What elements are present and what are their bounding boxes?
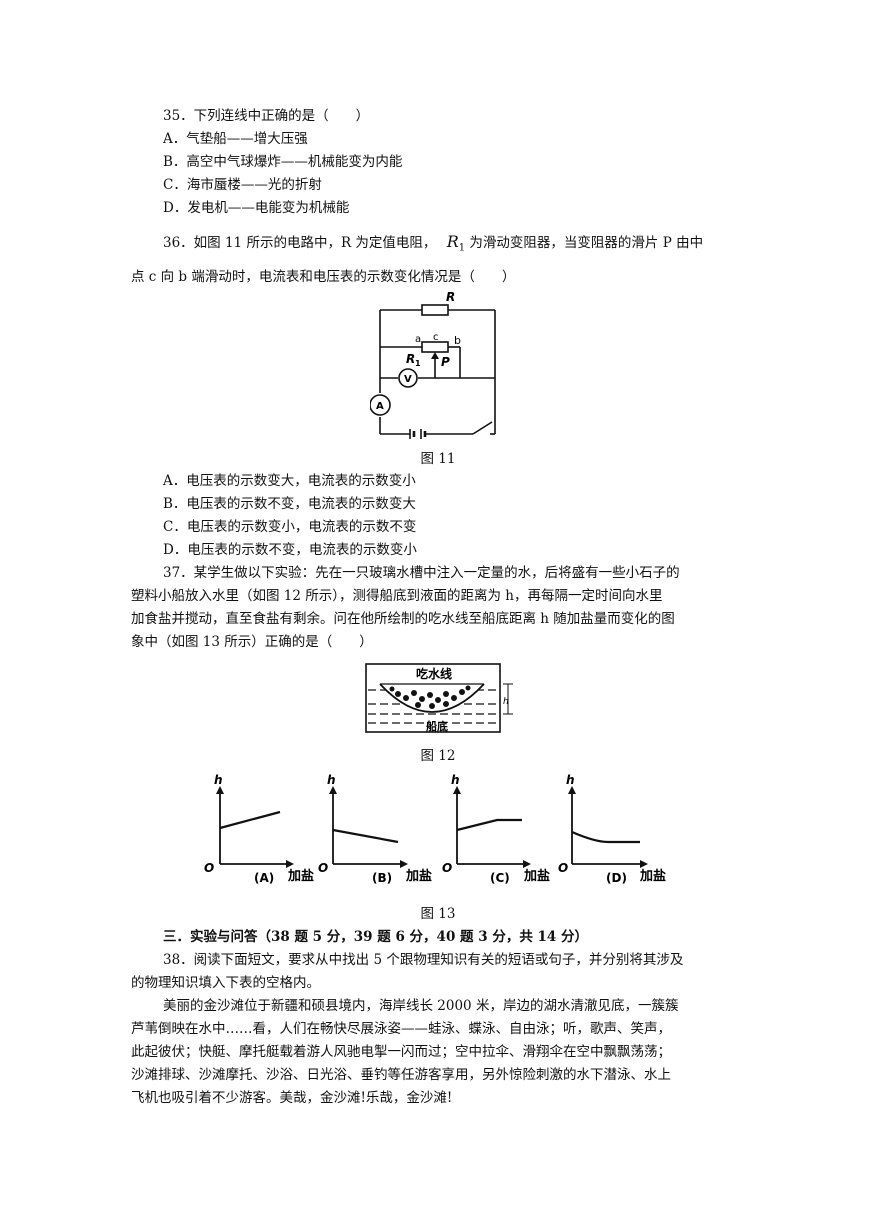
curve-a [219,810,281,830]
q37-line2: 塑料小船放入水里（如图 12 所示），测得船底到液面的距离为 h，再每隔一定时间… [131,588,663,604]
curve-c [456,818,522,832]
arrow-right-icon [400,860,408,868]
boat-diagram-fig12: 吃水线 船底 h [365,663,513,733]
passage-line4: 沙滩排球、沙滩摩托、沙浴、日光浴、垂钓等任游客享用，另外惊险刺激的水下潜泳、水上 [131,1067,671,1083]
arrow-right-icon [640,860,648,868]
graph-c-tag: (C) [490,871,510,885]
arrow-right-icon [286,860,294,868]
q36-line2: 点 c 向 b 端滑动时，电流表和电压表的示数变化情况是（ ） [131,269,516,285]
label-r1-sub: 1 [415,359,421,368]
caption-fig12: 图 12 [420,748,456,764]
graph-d-xlabel: 加盐 [639,868,666,884]
arrow-right-icon [523,860,531,868]
q36-line1-a: 36．如图 11 所示的电路中，R 为定值电阻， [163,235,437,251]
passage-line2: 芦苇倒映在水中……看，人们在畅快尽展泳姿——蛙泳、蝶泳、自由泳；听，歌声、笑声， [131,1021,671,1037]
graph-a-tag: (A) [254,871,274,885]
q36-line1-b: 为滑动变阻器，当变阻器的滑片 P 由中 [469,235,704,251]
q36-r1-symbol: R [446,232,459,251]
q36-option-d: D．电压表的示数不变，电流表的示数变小 [163,542,417,558]
label-v: V [404,374,412,385]
q36-option-b: B．电压表的示数不变，电流表的示数变大 [163,496,416,512]
caption-fig13: 图 13 [420,906,456,922]
q38-line2: 的物理知识填入下表的空格内。 [131,975,320,991]
label-boat-bottom: 船底 [426,719,448,733]
passage-line1: 美丽的金沙滩位于新疆和硕县境内，海岸线长 2000 米，岸边的湖水清澈见底，一簇… [163,998,679,1014]
q35-option-d: D．发电机——电能变为机械能 [163,200,350,216]
arrow-up-icon [329,786,337,794]
graph-c-xlabel: 加盐 [523,868,550,884]
arrow-up-icon [453,786,461,794]
graph-b-xlabel: 加盐 [405,868,432,884]
q35-option-c: C．海市蜃楼——光的折射 [163,177,322,193]
q35-stem: 35．下列连线中正确的是（ ） [163,108,370,124]
label-a-meter: A [376,401,384,412]
q36-line1: 36．如图 11 所示的电路中，R 为定值电阻， R1 为滑动变阻器，当变阻器的… [163,233,703,258]
q35-option-a: A．气垫船——增大压强 [163,131,308,147]
label-b: b [454,334,461,347]
pebbles-icon [389,685,471,709]
label-r1: R [406,352,415,366]
graph-a-ylabel: h [214,773,223,787]
graph-c-ylabel: h [451,773,460,787]
graph-c-origin: O [442,861,452,875]
q36-r1-sub: 1 [458,242,466,254]
resistor-r [421,304,449,316]
graph-b-origin: O [318,861,328,875]
graph-b-tag: (B) [372,871,392,885]
passage-line3: 此起彼伏；快艇、摩托艇载着游人风驰电掣一闪而过；空中拉伞、滑翔伞在空中飘飘荡荡； [131,1044,671,1060]
q37-line1: 37．某学生做以下实验：先在一只玻璃水槽中注入一定量的水，后将盛有一些小石子的 [163,565,680,581]
caption-fig11: 图 11 [420,451,456,467]
arrow-up-icon [568,786,576,794]
label-waterline: 吃水线 [416,666,452,681]
rheostat-r1 [421,341,449,353]
slider-arrow-icon [431,352,439,359]
section3-heading: 三．实验与问答（38 题 5 分，39 题 6 分，40 题 3 分，共 14 … [163,929,589,945]
q37-line3: 加食盐并搅动，直至食盐有剩余。问在他所绘制的吃水线至船底距离 h 随加盐量而变化… [131,611,675,627]
graph-d-tag: (D) [606,871,627,885]
graph-a-origin: O [204,861,214,875]
ammeter-icon [370,394,391,416]
circuit-diagram-fig11: R a c b R 1 P V A [370,290,496,439]
voltmeter-icon [398,368,418,388]
q35-option-b: B．高空中气球爆炸——机械能变为内能 [163,154,403,170]
curve-d [571,830,640,844]
passage-line5: 飞机也吸引着不少游客。美哉，金沙滩!乐哉，金沙滩! [131,1090,453,1106]
label-c: c [433,332,439,343]
graph-a-xlabel: 加盐 [287,868,314,884]
graph-d-origin: O [558,861,568,875]
arrow-up-icon [216,786,224,794]
curve-b [332,828,399,844]
label-a: a [415,334,421,345]
q37-line4: 象中（如图 13 所示）正确的是（ ） [131,634,373,650]
label-p: P [441,355,450,369]
q36-option-a: A．电压表的示数变大，电流表的示数变小 [163,473,416,489]
label-h: h [503,697,509,707]
label-r: R [446,290,455,304]
graph-b-ylabel: h [327,773,336,787]
graph-d-ylabel: h [566,773,575,787]
q38-line1: 38．阅读下面短文，要求从中找出 5 个跟物理知识有关的短语或句子，并分别将其涉… [163,952,684,968]
graphs-fig13: h O (A) 加盐 h O (B) 加盐 h O (C) 加盐 h O (D)… [204,773,666,885]
q36-option-c: C．电压表的示数变小，电流表的示数不变 [163,519,417,535]
